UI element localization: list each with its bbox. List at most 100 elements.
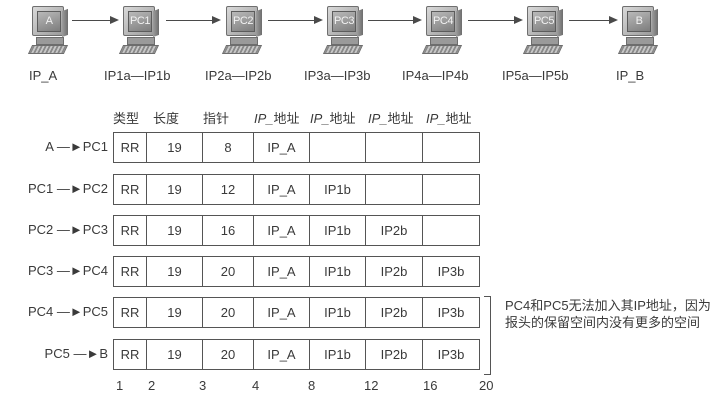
ip-label: IP4a—IP4b — [402, 68, 469, 83]
header-cell: 19 — [146, 175, 202, 204]
keyboard-icon — [522, 45, 564, 54]
byte-offset: 12 — [364, 378, 379, 393]
header-cell — [309, 133, 365, 162]
header-ip-address: IP_地址 — [310, 111, 356, 126]
node-pc3: PC3 — [322, 4, 364, 54]
byte-offset: 1 — [116, 378, 124, 393]
node-a: A — [27, 4, 69, 54]
header-cell: IP3b — [422, 298, 479, 327]
keyboard-icon — [617, 45, 659, 54]
header-cell: RR — [120, 305, 140, 320]
header-cell: IP_A — [253, 257, 309, 286]
header-cell: IP2b — [365, 298, 422, 327]
node-pc1: PC1 — [118, 4, 160, 54]
header-ip-address: IP_地址 — [254, 111, 300, 126]
header-cell — [365, 133, 422, 162]
row-label: PC1 —►PC2 — [27, 181, 108, 196]
row-label: PC4 —►PC5 — [27, 304, 108, 319]
header-cell: RR — [120, 140, 140, 155]
node-b: B — [617, 4, 659, 54]
byte-offset: 4 — [252, 378, 260, 393]
row-label: PC2 —►PC3 — [27, 222, 108, 237]
header-ip-address: IP_地址 — [426, 111, 472, 126]
computer-icon: PC3 — [327, 6, 359, 36]
header-cell: IP_A — [253, 298, 309, 327]
byte-offset: 8 — [308, 378, 316, 393]
computer-icon: A — [32, 6, 64, 36]
header-length: 长度 — [153, 111, 180, 126]
keyboard-icon — [27, 45, 69, 54]
computer-icon: PC1 — [123, 6, 155, 36]
header-cell: 8 — [202, 133, 253, 162]
keyboard-icon — [221, 45, 263, 54]
header-cell: IP_A — [253, 216, 309, 245]
note-bracket — [484, 296, 491, 375]
header-cell: IP1b — [309, 257, 365, 286]
header-cell: 12 — [202, 175, 253, 204]
keyboard-icon — [322, 45, 364, 54]
header-cell: IP_A — [253, 340, 309, 369]
byte-offset: 2 — [148, 378, 156, 393]
header-cell: IP1b — [309, 298, 365, 327]
header-cell: 19 — [146, 298, 202, 327]
computer-icon: PC5 — [527, 6, 559, 36]
header-cell: IP2b — [365, 257, 422, 286]
header-cell: 19 — [146, 257, 202, 286]
header-cell: IP3b — [422, 340, 479, 369]
ip-label: IP_A — [29, 68, 58, 83]
header-cell — [422, 216, 479, 245]
header-cell: IP2b — [365, 340, 422, 369]
header-cell: RR — [120, 347, 140, 362]
byte-offset: 3 — [199, 378, 207, 393]
byte-offset: 20 — [479, 378, 494, 393]
ip-label: IP2a—IP2b — [205, 68, 272, 83]
ip-label: IP5a—IP5b — [502, 68, 569, 83]
header-cell: IP3b — [422, 257, 479, 286]
header-cell: 20 — [202, 340, 253, 369]
header-cell: IP1b — [309, 175, 365, 204]
node-name: A — [37, 11, 61, 32]
header-cell: RR — [120, 264, 140, 279]
computer-icon: PC4 — [426, 6, 458, 36]
node-name: PC3 — [332, 11, 356, 32]
header-cell: 16 — [202, 216, 253, 245]
node-name: PC5 — [532, 11, 556, 32]
keyboard-icon — [421, 45, 463, 54]
header-cell: RR — [120, 223, 140, 238]
node-pc4: PC4 — [421, 4, 463, 54]
node-name: PC1 — [128, 11, 152, 32]
row-label: A —►PC1 — [45, 139, 108, 154]
header-cell — [365, 175, 422, 204]
keyboard-icon — [118, 45, 160, 54]
header-cell: IP1b — [309, 216, 365, 245]
ip-label: IP_B — [616, 68, 645, 83]
node-name: PC2 — [231, 11, 255, 32]
header-cell: 19 — [146, 340, 202, 369]
header-cell: IP_A — [253, 133, 309, 162]
header-ip-address: IP_地址 — [368, 111, 414, 126]
node-pc5: PC5 — [522, 4, 564, 54]
row-label: PC5 —►B — [44, 346, 108, 361]
header-cell: IP2b — [365, 216, 422, 245]
node-name: PC4 — [431, 11, 455, 32]
header-pointer: 指针 — [203, 111, 230, 126]
node-pc2: PC2 — [221, 4, 263, 54]
ip-label: IP1a—IP1b — [104, 68, 171, 83]
header-cell: 19 — [146, 133, 202, 162]
computer-icon: PC2 — [226, 6, 258, 36]
note-text: PC4和PC5无法加入其IP地址，因为报头的保留空间内没有更多的空间 — [505, 298, 711, 330]
node-name: B — [627, 11, 651, 32]
header-cell — [422, 133, 479, 162]
header-cell: 20 — [202, 257, 253, 286]
header-cell: IP_A — [253, 175, 309, 204]
header-type: 类型 — [113, 111, 140, 126]
header-cell: 19 — [146, 216, 202, 245]
header-cell: IP1b — [309, 340, 365, 369]
computer-icon: B — [622, 6, 654, 36]
